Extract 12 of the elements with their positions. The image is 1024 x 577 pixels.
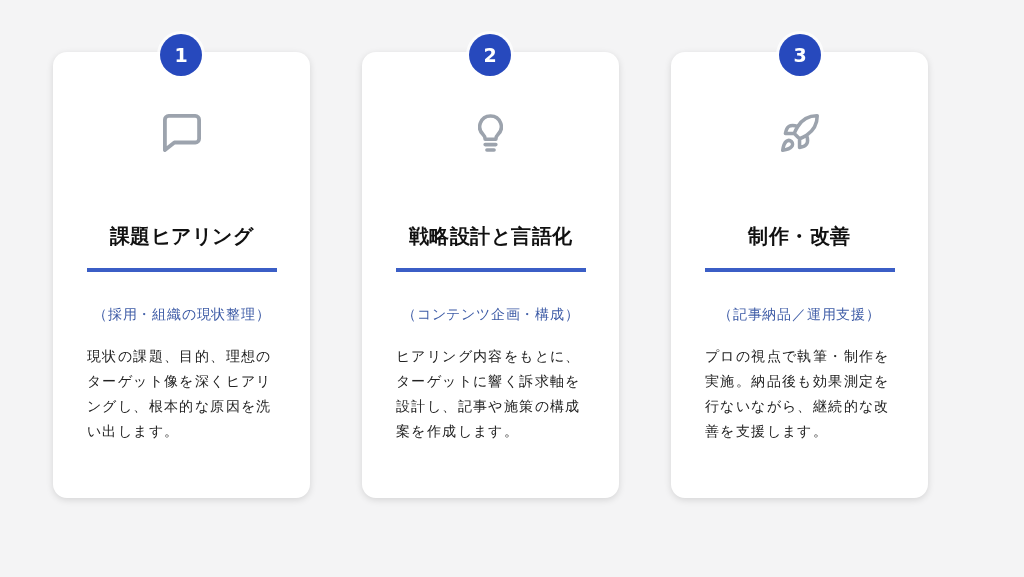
- card-subtitle: （記事納品／運用支援）: [718, 305, 881, 324]
- card-description: プロの視点で執筆・制作を実施。納品後も効果測定を行ないながら、継続的な改善を支援します。: [705, 347, 891, 441]
- card-description: 現状の課題、目的、理想のターゲット像を深くヒアリングし、根本的な原因を洗い出します。: [87, 347, 273, 441]
- card-heading: 戦略設計と言語化: [408, 223, 573, 250]
- card-subtitle: （コンテンツ企画・構成）: [402, 305, 580, 324]
- card-heading: 制作・改善: [748, 223, 851, 250]
- step-number-badge: 3: [779, 34, 821, 76]
- card-heading: 課題ヒアリング: [109, 223, 254, 250]
- card-subtitle: （採用・組織の現状整理）: [93, 305, 271, 324]
- step-number-badge: 2: [469, 34, 511, 76]
- step-number-badge: 1: [160, 34, 202, 76]
- card-description: ヒアリング内容をもとに、ターゲットに響く訴求軸を設計し、記事や施策の構成案を作成します。: [396, 347, 582, 441]
